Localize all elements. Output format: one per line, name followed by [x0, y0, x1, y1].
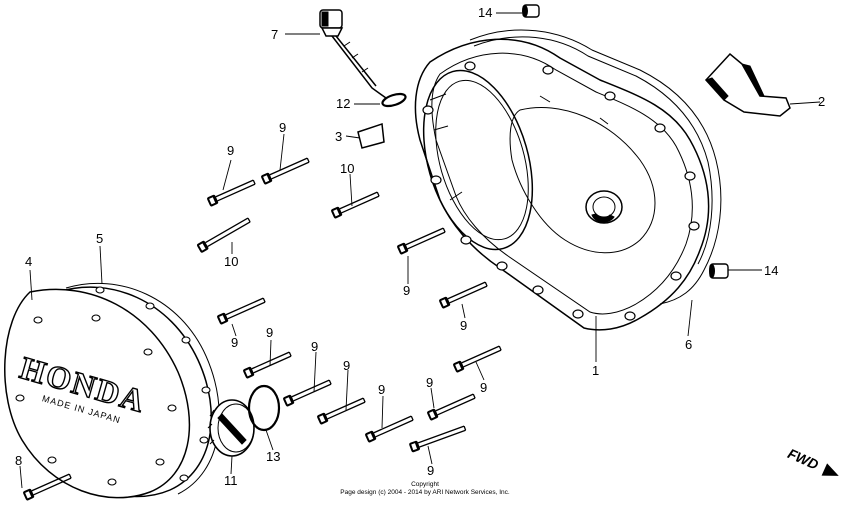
bolt: [281, 376, 333, 408]
dowel-pin-lower: [709, 263, 729, 279]
oil-gauge: [319, 9, 387, 99]
bolt: [408, 422, 468, 454]
forward-direction-indicator: FWD: [785, 445, 839, 476]
callout-9: 9: [460, 318, 467, 333]
copyright-line-2: Page design (c) 2004 - 2014 by ARI Netwo…: [340, 489, 510, 496]
callout-9: 9: [311, 339, 318, 354]
bolt: [315, 394, 367, 426]
bolt: [195, 215, 253, 254]
bracket: [704, 52, 791, 117]
callout-9: 9: [403, 283, 410, 298]
callout-9: 9: [426, 375, 433, 390]
o-ring-small: [381, 92, 407, 108]
bolt: [205, 176, 257, 208]
callout-9: 9: [266, 325, 273, 340]
callout-6: 6: [685, 337, 692, 352]
callout-9: 9: [343, 358, 350, 373]
callout-9: 9: [427, 463, 434, 478]
callout-14-lower: 14: [764, 263, 778, 278]
gasket: [469, 29, 722, 305]
callout-9: 9: [378, 382, 385, 397]
leader-lines: [19, 12, 821, 489]
callout-13: 13: [266, 449, 280, 464]
o-ring-cap: [247, 384, 281, 432]
fwd-label: FWD: [785, 445, 821, 473]
fwd-arrow-icon: [821, 463, 839, 476]
callout-10-upper: 10: [340, 161, 354, 176]
bolt: [451, 342, 503, 374]
callout-1: 1: [592, 363, 599, 378]
callout-9: 9: [227, 143, 234, 158]
bolt: [329, 188, 381, 220]
callout-14-upper: 14: [478, 5, 492, 20]
bolt: [437, 278, 489, 310]
copyright-line-1: Copyright: [411, 481, 439, 488]
callout-7: 7: [271, 27, 278, 42]
dowel-pin-upper: [522, 4, 540, 18]
filler-cap: [207, 399, 255, 457]
bolt: [259, 154, 311, 186]
emblem-cover: HONDA MADE IN JAPAN: [4, 288, 191, 499]
callout-3: 3: [335, 129, 342, 144]
callout-10-lower: 10: [224, 254, 238, 269]
caution-label: [357, 122, 385, 149]
callout-12: 12: [336, 96, 350, 111]
callout-labels: 2 1 3 4 5 6 7 8 14 14 12 10 10 9 9 9 9 9…: [15, 5, 825, 488]
clutch-case: [414, 38, 710, 331]
callout-8: 8: [15, 453, 22, 468]
callout-4: 4: [25, 254, 32, 269]
callout-9: 9: [279, 120, 286, 135]
bolt: [363, 412, 415, 444]
bolt: [395, 224, 447, 256]
bolt: [241, 348, 293, 380]
callout-2: 2: [818, 94, 825, 109]
callout-9: 9: [480, 380, 487, 395]
bolt: [21, 470, 73, 502]
callout-9: 9: [231, 335, 238, 350]
bolt: [215, 294, 267, 326]
callout-11: 11: [224, 473, 238, 488]
callout-5: 5: [96, 231, 103, 246]
